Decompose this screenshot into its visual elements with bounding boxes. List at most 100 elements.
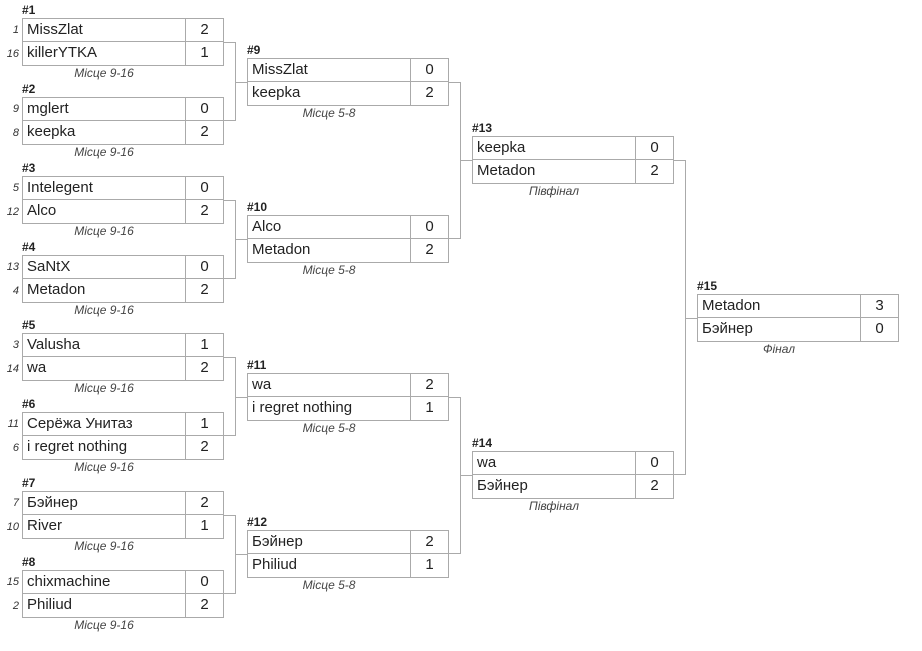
player-score: 2 bbox=[411, 239, 449, 263]
bracket-connector bbox=[674, 160, 686, 475]
bracket-connector-line bbox=[461, 160, 472, 161]
match-number: #1 bbox=[22, 3, 36, 17]
player-score: 1 bbox=[186, 333, 224, 357]
player-name: keepka bbox=[472, 136, 636, 160]
player-name: Intelegent bbox=[22, 176, 186, 200]
player-name: Alco bbox=[247, 215, 411, 239]
player-score: 3 bbox=[861, 294, 899, 318]
match-number: #14 bbox=[472, 436, 493, 450]
player-name: wa bbox=[472, 451, 636, 475]
player-name: i regret nothing bbox=[247, 397, 411, 421]
player-score: 1 bbox=[186, 42, 224, 66]
bracket-connector bbox=[224, 200, 236, 279]
player-seed: 11 bbox=[7, 418, 19, 430]
player-score: 0 bbox=[411, 58, 449, 82]
bracket-connector bbox=[224, 515, 236, 594]
player-score: 2 bbox=[411, 373, 449, 397]
player-name: killerYTKA bbox=[22, 42, 186, 66]
player-name: i regret nothing bbox=[22, 436, 186, 460]
player-seed: 7 bbox=[12, 497, 19, 509]
round-label: Місце 9-16 bbox=[74, 303, 134, 317]
round-label: Місце 5-8 bbox=[302, 106, 356, 120]
player-name: MissZlat bbox=[247, 58, 411, 82]
match-number: #12 bbox=[247, 515, 268, 529]
player-name: Бэйнер bbox=[472, 475, 636, 499]
player-seed: 1 bbox=[12, 24, 19, 36]
match-number: #5 bbox=[22, 318, 36, 332]
bracket-connector bbox=[449, 397, 461, 554]
player-seed: 14 bbox=[6, 363, 19, 375]
bracket-connector bbox=[224, 357, 236, 436]
match-number: #10 bbox=[247, 200, 268, 214]
match-number: #13 bbox=[472, 121, 493, 135]
player-name: MissZlat bbox=[22, 18, 186, 42]
player-score: 2 bbox=[411, 530, 449, 554]
match-number: #4 bbox=[22, 240, 36, 254]
player-score: 0 bbox=[636, 136, 674, 160]
bracket-connector bbox=[224, 42, 236, 121]
round-label: Місце 5-8 bbox=[302, 578, 356, 592]
player-name: Бэйнер bbox=[22, 491, 186, 515]
player-seed: 4 bbox=[12, 285, 19, 297]
round-label: Місце 9-16 bbox=[74, 539, 134, 553]
player-score: 2 bbox=[186, 491, 224, 515]
match-number: #7 bbox=[22, 476, 36, 490]
player-score: 2 bbox=[411, 82, 449, 106]
player-seed: 8 bbox=[12, 127, 19, 139]
player-score: 2 bbox=[186, 594, 224, 618]
match-number: #2 bbox=[22, 82, 36, 96]
player-name: Philiud bbox=[22, 594, 186, 618]
player-name: Metadon bbox=[22, 279, 186, 303]
player-name: wa bbox=[22, 357, 186, 381]
player-score: 2 bbox=[186, 18, 224, 42]
player-score: 0 bbox=[636, 451, 674, 475]
player-name: Metadon bbox=[472, 160, 636, 184]
match-number: #15 bbox=[697, 279, 718, 293]
player-seed: 3 bbox=[12, 339, 19, 351]
player-score: 2 bbox=[636, 475, 674, 499]
player-name: River bbox=[22, 515, 186, 539]
player-name: SaNtX bbox=[22, 255, 186, 279]
player-name: Philiud bbox=[247, 554, 411, 578]
player-name: keepka bbox=[22, 121, 186, 145]
bracket-connector bbox=[449, 82, 461, 239]
bracket-connector-line bbox=[236, 82, 247, 83]
player-score: 2 bbox=[186, 200, 224, 224]
player-score: 1 bbox=[186, 515, 224, 539]
match-number: #6 bbox=[22, 397, 36, 411]
player-score: 2 bbox=[186, 279, 224, 303]
player-name: Metadon bbox=[697, 294, 861, 318]
player-name: Серёжа Унитаз bbox=[22, 412, 186, 436]
round-label: Півфінал bbox=[529, 499, 579, 513]
player-score: 0 bbox=[411, 215, 449, 239]
